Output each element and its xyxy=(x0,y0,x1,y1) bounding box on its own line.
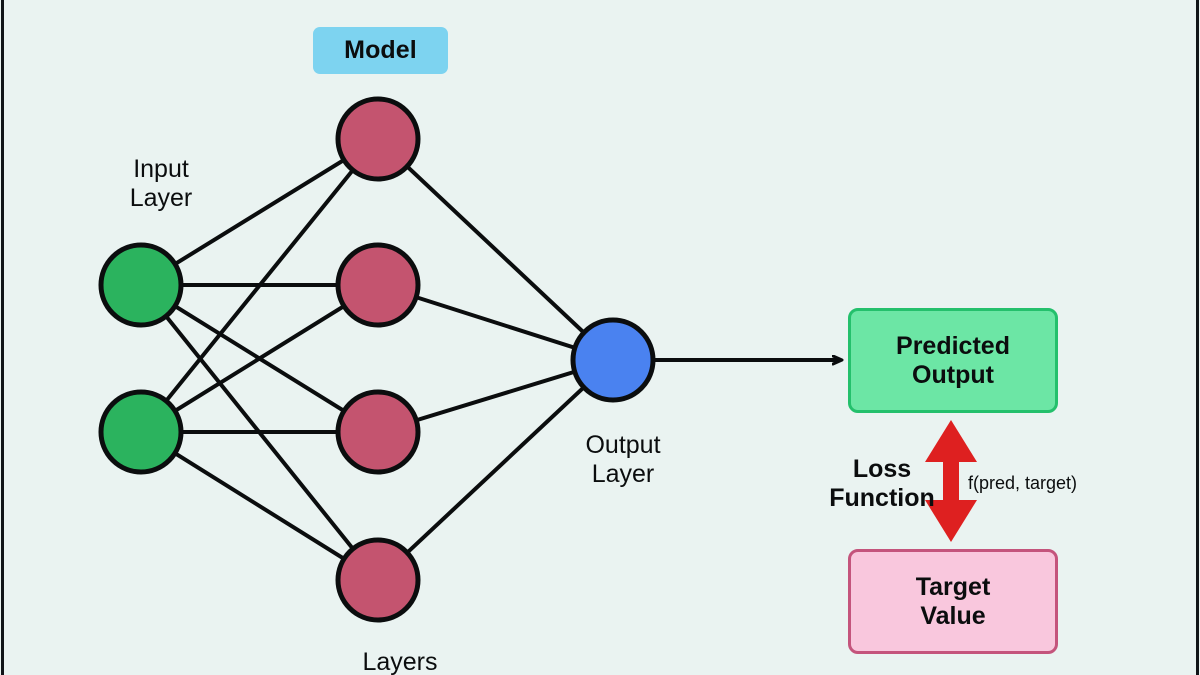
page-border-right xyxy=(1196,0,1199,675)
edge-i1-h1 xyxy=(139,137,380,287)
loss-function-label: Loss Function xyxy=(829,455,935,512)
hidden-node-2 xyxy=(335,242,421,328)
hidden-node-1 xyxy=(335,96,421,182)
output-node xyxy=(570,317,656,403)
loss-double-arrow xyxy=(925,420,977,542)
layers-label: Layers xyxy=(362,648,438,675)
input-node-1 xyxy=(98,242,184,328)
predicted-output-box[interactable]: Predicted Output xyxy=(848,308,1058,413)
model-box[interactable]: Model xyxy=(313,27,448,74)
hidden-node-4 xyxy=(335,537,421,623)
edge-h1-o1 xyxy=(376,137,615,362)
page-border-left xyxy=(1,0,4,675)
input-layer-label: Input Layer xyxy=(129,155,193,212)
edge-i2-h2 xyxy=(139,283,380,434)
edge-i2-h1 xyxy=(139,137,380,434)
hidden-node-3 xyxy=(335,389,421,475)
output-layer-label: Output Layer xyxy=(585,431,661,488)
network-nodes xyxy=(98,96,656,623)
loss-formula-label: f(pred, target) xyxy=(968,473,1078,493)
edge-i2-h4 xyxy=(139,430,380,582)
input-node-2 xyxy=(98,389,184,475)
edge-h4-o1 xyxy=(376,358,615,582)
target-value-box[interactable]: Target Value xyxy=(848,549,1058,654)
